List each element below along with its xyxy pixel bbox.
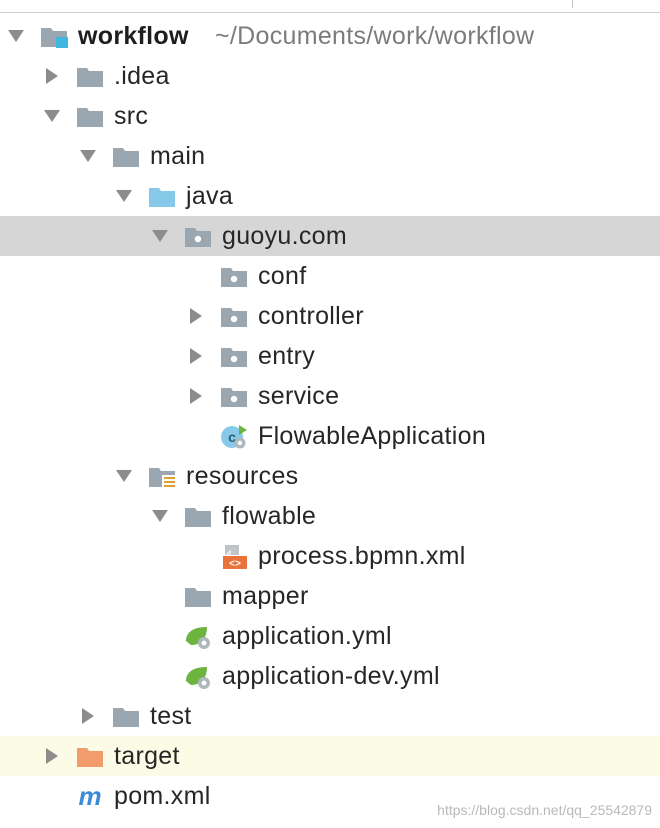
expanded-arrow-icon[interactable] <box>6 27 26 45</box>
tree-node-application-dev-yml[interactable]: application-dev.yml <box>0 656 660 696</box>
expanded-arrow-icon[interactable] <box>150 227 170 245</box>
tree-node-label: workflow <box>78 22 189 50</box>
tree-node-java[interactable]: java <box>0 176 660 216</box>
tree-node-label: pom.xml <box>114 782 211 810</box>
tree-node-label: conf <box>258 262 307 290</box>
package-folder-icon <box>219 343 249 369</box>
tree-node-service[interactable]: service <box>0 376 660 416</box>
tree-node-idea[interactable]: .idea <box>0 56 660 96</box>
tree-node-mapper[interactable]: mapper <box>0 576 660 616</box>
collapsed-arrow-icon[interactable] <box>186 387 206 405</box>
folder-icon <box>111 703 141 729</box>
tree-node-label: resources <box>186 462 299 490</box>
source-root-folder-icon <box>147 183 177 209</box>
project-path: ~/Documents/work/workflow <box>215 22 535 50</box>
collapsed-arrow-icon[interactable] <box>186 347 206 365</box>
svg-text:c: c <box>228 429 236 445</box>
tree-node-src[interactable]: src <box>0 96 660 136</box>
maven-file-icon: m <box>75 781 105 811</box>
tree-node-label: flowable <box>222 502 317 530</box>
tree-node-label: .idea <box>114 62 170 90</box>
tree-node-pom-xml[interactable]: m pom.xml <box>0 776 660 816</box>
package-folder-icon <box>219 263 249 289</box>
tree-node-label: java <box>186 182 234 210</box>
tree-node-label: application-dev.yml <box>222 662 440 690</box>
tree-node-label: src <box>114 102 149 130</box>
tree-node-label: FlowableApplication <box>258 422 487 450</box>
svg-text:m: m <box>78 783 101 809</box>
module-folder-icon <box>39 23 69 49</box>
xml-file-icon: <> <box>219 543 249 571</box>
tree-node-process-bpmn-xml[interactable]: <> process.bpmn.xml <box>0 536 660 576</box>
folder-icon <box>75 103 105 129</box>
tree-node-workflow[interactable]: workflow ~/Documents/work/workflow <box>0 16 660 56</box>
spring-config-file-icon <box>183 663 213 689</box>
svg-text:<>: <> <box>229 560 241 570</box>
tree-node-guoyu-com[interactable]: guoyu.com <box>0 216 660 256</box>
spring-boot-class-icon: c <box>219 423 249 449</box>
tree-node-resources[interactable]: resources <box>0 456 660 496</box>
expanded-arrow-icon[interactable] <box>42 107 62 125</box>
tree-node-controller[interactable]: controller <box>0 296 660 336</box>
spring-config-file-icon <box>183 623 213 649</box>
tree-node-conf[interactable]: conf <box>0 256 660 296</box>
tree-node-label: main <box>150 142 206 170</box>
excluded-folder-icon <box>75 743 105 769</box>
panel-top-border <box>0 0 660 13</box>
tree-node-label: application.yml <box>222 622 392 650</box>
tree-node-label: service <box>258 382 340 410</box>
tree-node-label: test <box>150 702 192 730</box>
expanded-arrow-icon[interactable] <box>150 507 170 525</box>
expanded-arrow-icon[interactable] <box>78 147 98 165</box>
folder-icon <box>183 583 213 609</box>
resources-root-folder-icon <box>147 463 177 489</box>
expanded-arrow-icon[interactable] <box>114 467 134 485</box>
package-folder-icon <box>183 223 213 249</box>
tree-node-label: controller <box>258 302 364 330</box>
collapsed-arrow-icon[interactable] <box>186 307 206 325</box>
folder-icon <box>183 503 213 529</box>
package-folder-icon <box>219 383 249 409</box>
tree-node-flowableapplication[interactable]: c FlowableApplication <box>0 416 660 456</box>
package-folder-icon <box>219 303 249 329</box>
tree-node-label: mapper <box>222 582 309 610</box>
tree-node-target[interactable]: target <box>0 736 660 776</box>
tree-node-main[interactable]: main <box>0 136 660 176</box>
watermark: https://blog.csdn.net/qq_25542879 <box>437 802 652 818</box>
expanded-arrow-icon[interactable] <box>114 187 134 205</box>
tree-node-label: process.bpmn.xml <box>258 542 466 570</box>
collapsed-arrow-icon[interactable] <box>42 67 62 85</box>
toolbar-divider <box>572 0 573 8</box>
collapsed-arrow-icon[interactable] <box>42 747 62 765</box>
tree-node-flowable[interactable]: flowable <box>0 496 660 536</box>
tree-node-test[interactable]: test <box>0 696 660 736</box>
collapsed-arrow-icon[interactable] <box>78 707 98 725</box>
tree-node-label: target <box>114 742 180 770</box>
folder-icon <box>75 63 105 89</box>
tree-node-label: guoyu.com <box>222 222 347 250</box>
tree-node-application-yml[interactable]: application.yml <box>0 616 660 656</box>
folder-icon <box>111 143 141 169</box>
tree-node-entry[interactable]: entry <box>0 336 660 376</box>
tree-node-label: entry <box>258 342 316 370</box>
